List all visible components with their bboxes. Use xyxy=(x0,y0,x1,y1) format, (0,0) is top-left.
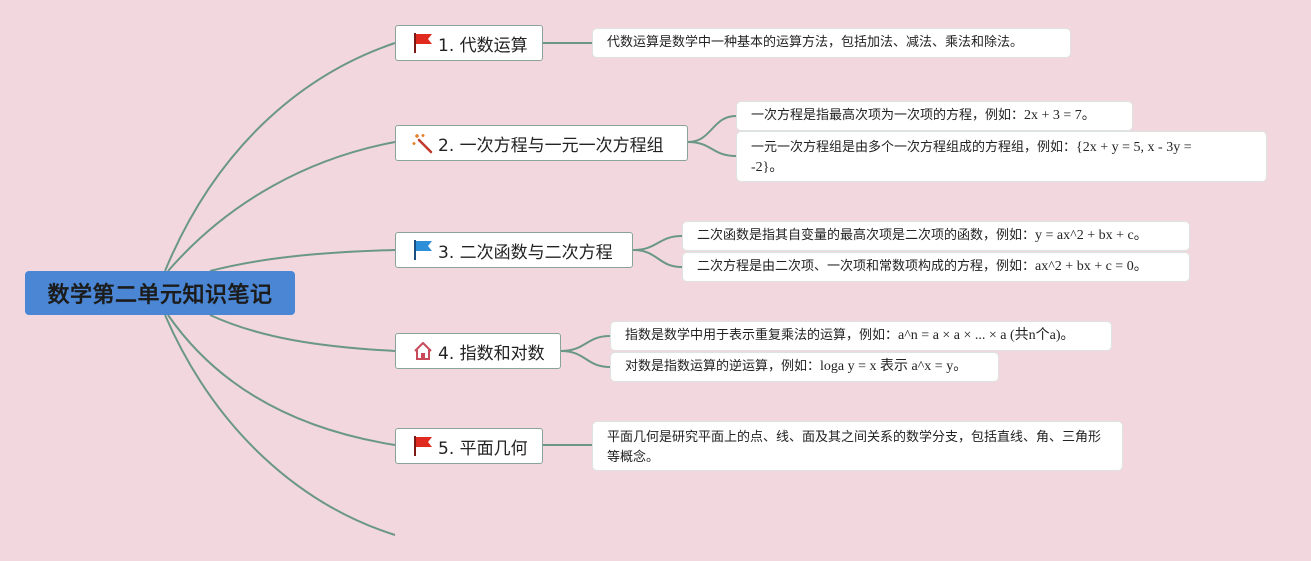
connector-root-topic-3 xyxy=(209,249,396,272)
red-flag-icon xyxy=(412,435,434,457)
connector-topic-2-note-2 xyxy=(687,141,737,157)
note-quadratic-equation: 二次方程是由二次项、一次项和常数项构成的方程，例如： ax^2 + bx + c… xyxy=(682,252,1190,282)
note-formula: y = ax^2 + bx + c。 xyxy=(1035,228,1148,243)
note-exponent: 指数是数学中用于表示重复乘法的运算，例如： a^n = a × a × ... … xyxy=(610,321,1112,351)
note-linear-equation-system: 一元一次方程组是由多个一次方程组成的方程组，例如：{2x + y = 5, x … xyxy=(736,131,1267,182)
note-text: 指数是数学中用于表示重复乘法的运算，例如： xyxy=(625,328,899,343)
topic-exponent-logarithm[interactable]: 4. 指数和对数 xyxy=(395,333,561,369)
topic-algebra-operations[interactable]: 1. 代数运算 xyxy=(395,25,543,61)
root-title: 数学第二单元知识笔记 xyxy=(47,283,273,308)
note-text: 一次方程是指最高次项为一次项的方程，例如： xyxy=(751,108,1025,123)
connector-topic-4-note-1 xyxy=(560,335,611,352)
note-text: 平面几何是研究平面上的点、线、面及其之间关系的数学分支，包括直线、角、三角形等概… xyxy=(607,430,1102,465)
connector-root-topic-1 xyxy=(164,42,396,272)
connector-root-topic-2 xyxy=(167,141,396,272)
note-quadratic-function: 二次函数是指其自变量的最高次项是二次项的函数，例如： y = ax^2 + bx… xyxy=(682,221,1190,251)
note-text: 二次方程是由二次项、一次项和常数项构成的方程，例如： xyxy=(697,259,1036,274)
note-formula: ax^2 + bx + c = 0。 xyxy=(1035,259,1148,274)
note-plane-geometry: 平面几何是研究平面上的点、线、面及其之间关系的数学分支，包括直线、角、三角形等概… xyxy=(592,421,1123,471)
red-flag-icon xyxy=(412,32,434,54)
topic-linear-equations[interactable]: 2. 一次方程与一元一次方程组 xyxy=(395,125,688,161)
topic-label: 1. 代数运算 xyxy=(438,35,528,56)
topic-label: 3. 二次函数与二次方程 xyxy=(438,242,613,263)
note-formula: {2x + y = 5, x - 3y = -2}。 xyxy=(751,140,1192,175)
note-logarithm: 对数是指数运算的逆运算，例如： loga y = x 表示 a^x = y。 xyxy=(610,352,999,382)
topic-quadratic[interactable]: 3. 二次函数与二次方程 xyxy=(395,232,633,268)
topic-label: 2. 一次方程与一元一次方程组 xyxy=(438,135,664,156)
note-text: 一元一次方程组是由多个一次方程组成的方程组，例如： xyxy=(751,140,1077,155)
note-algebra-operations: 代数运算是数学中一种基本的运算方法，包括加法、减法、乘法和除法。 xyxy=(592,28,1071,58)
connector-topic-3-note-1 xyxy=(632,235,683,251)
blue-flag-icon xyxy=(412,239,434,261)
connector-root-topic-4 xyxy=(209,314,396,352)
topic-plane-geometry[interactable]: 5. 平面几何 xyxy=(395,428,543,464)
note-linear-equation: 一次方程是指最高次项为一次项的方程，例如： 2x + 3 = 7。 xyxy=(736,101,1133,131)
magic-wand-icon xyxy=(412,132,434,154)
note-text: 对数是指数运算的逆运算，例如： xyxy=(625,359,821,374)
note-text: 二次函数是指其自变量的最高次项是二次项的函数，例如： xyxy=(697,228,1036,243)
connector-topic-3-note-2 xyxy=(632,249,683,268)
root-topic[interactable]: 数学第二单元知识笔记 xyxy=(25,271,295,315)
note-formula: a^n = a × a × ... × a (共n个a)。 xyxy=(898,328,1075,343)
note-formula: loga y = x 表示 a^x = y。 xyxy=(820,359,968,374)
note-formula: 2x + 3 = 7。 xyxy=(1024,108,1096,123)
connector-topic-2-note-1 xyxy=(687,115,737,143)
connector-topic-4-note-2 xyxy=(560,350,611,368)
topic-label: 5. 平面几何 xyxy=(438,438,528,459)
connector-root-extra xyxy=(164,314,396,536)
note-text: 代数运算是数学中一种基本的运算方法，包括加法、减法、乘法和除法。 xyxy=(607,35,1024,50)
topic-label: 4. 指数和对数 xyxy=(438,343,545,364)
house-icon xyxy=(412,340,434,362)
connector-root-topic-5 xyxy=(167,314,396,446)
